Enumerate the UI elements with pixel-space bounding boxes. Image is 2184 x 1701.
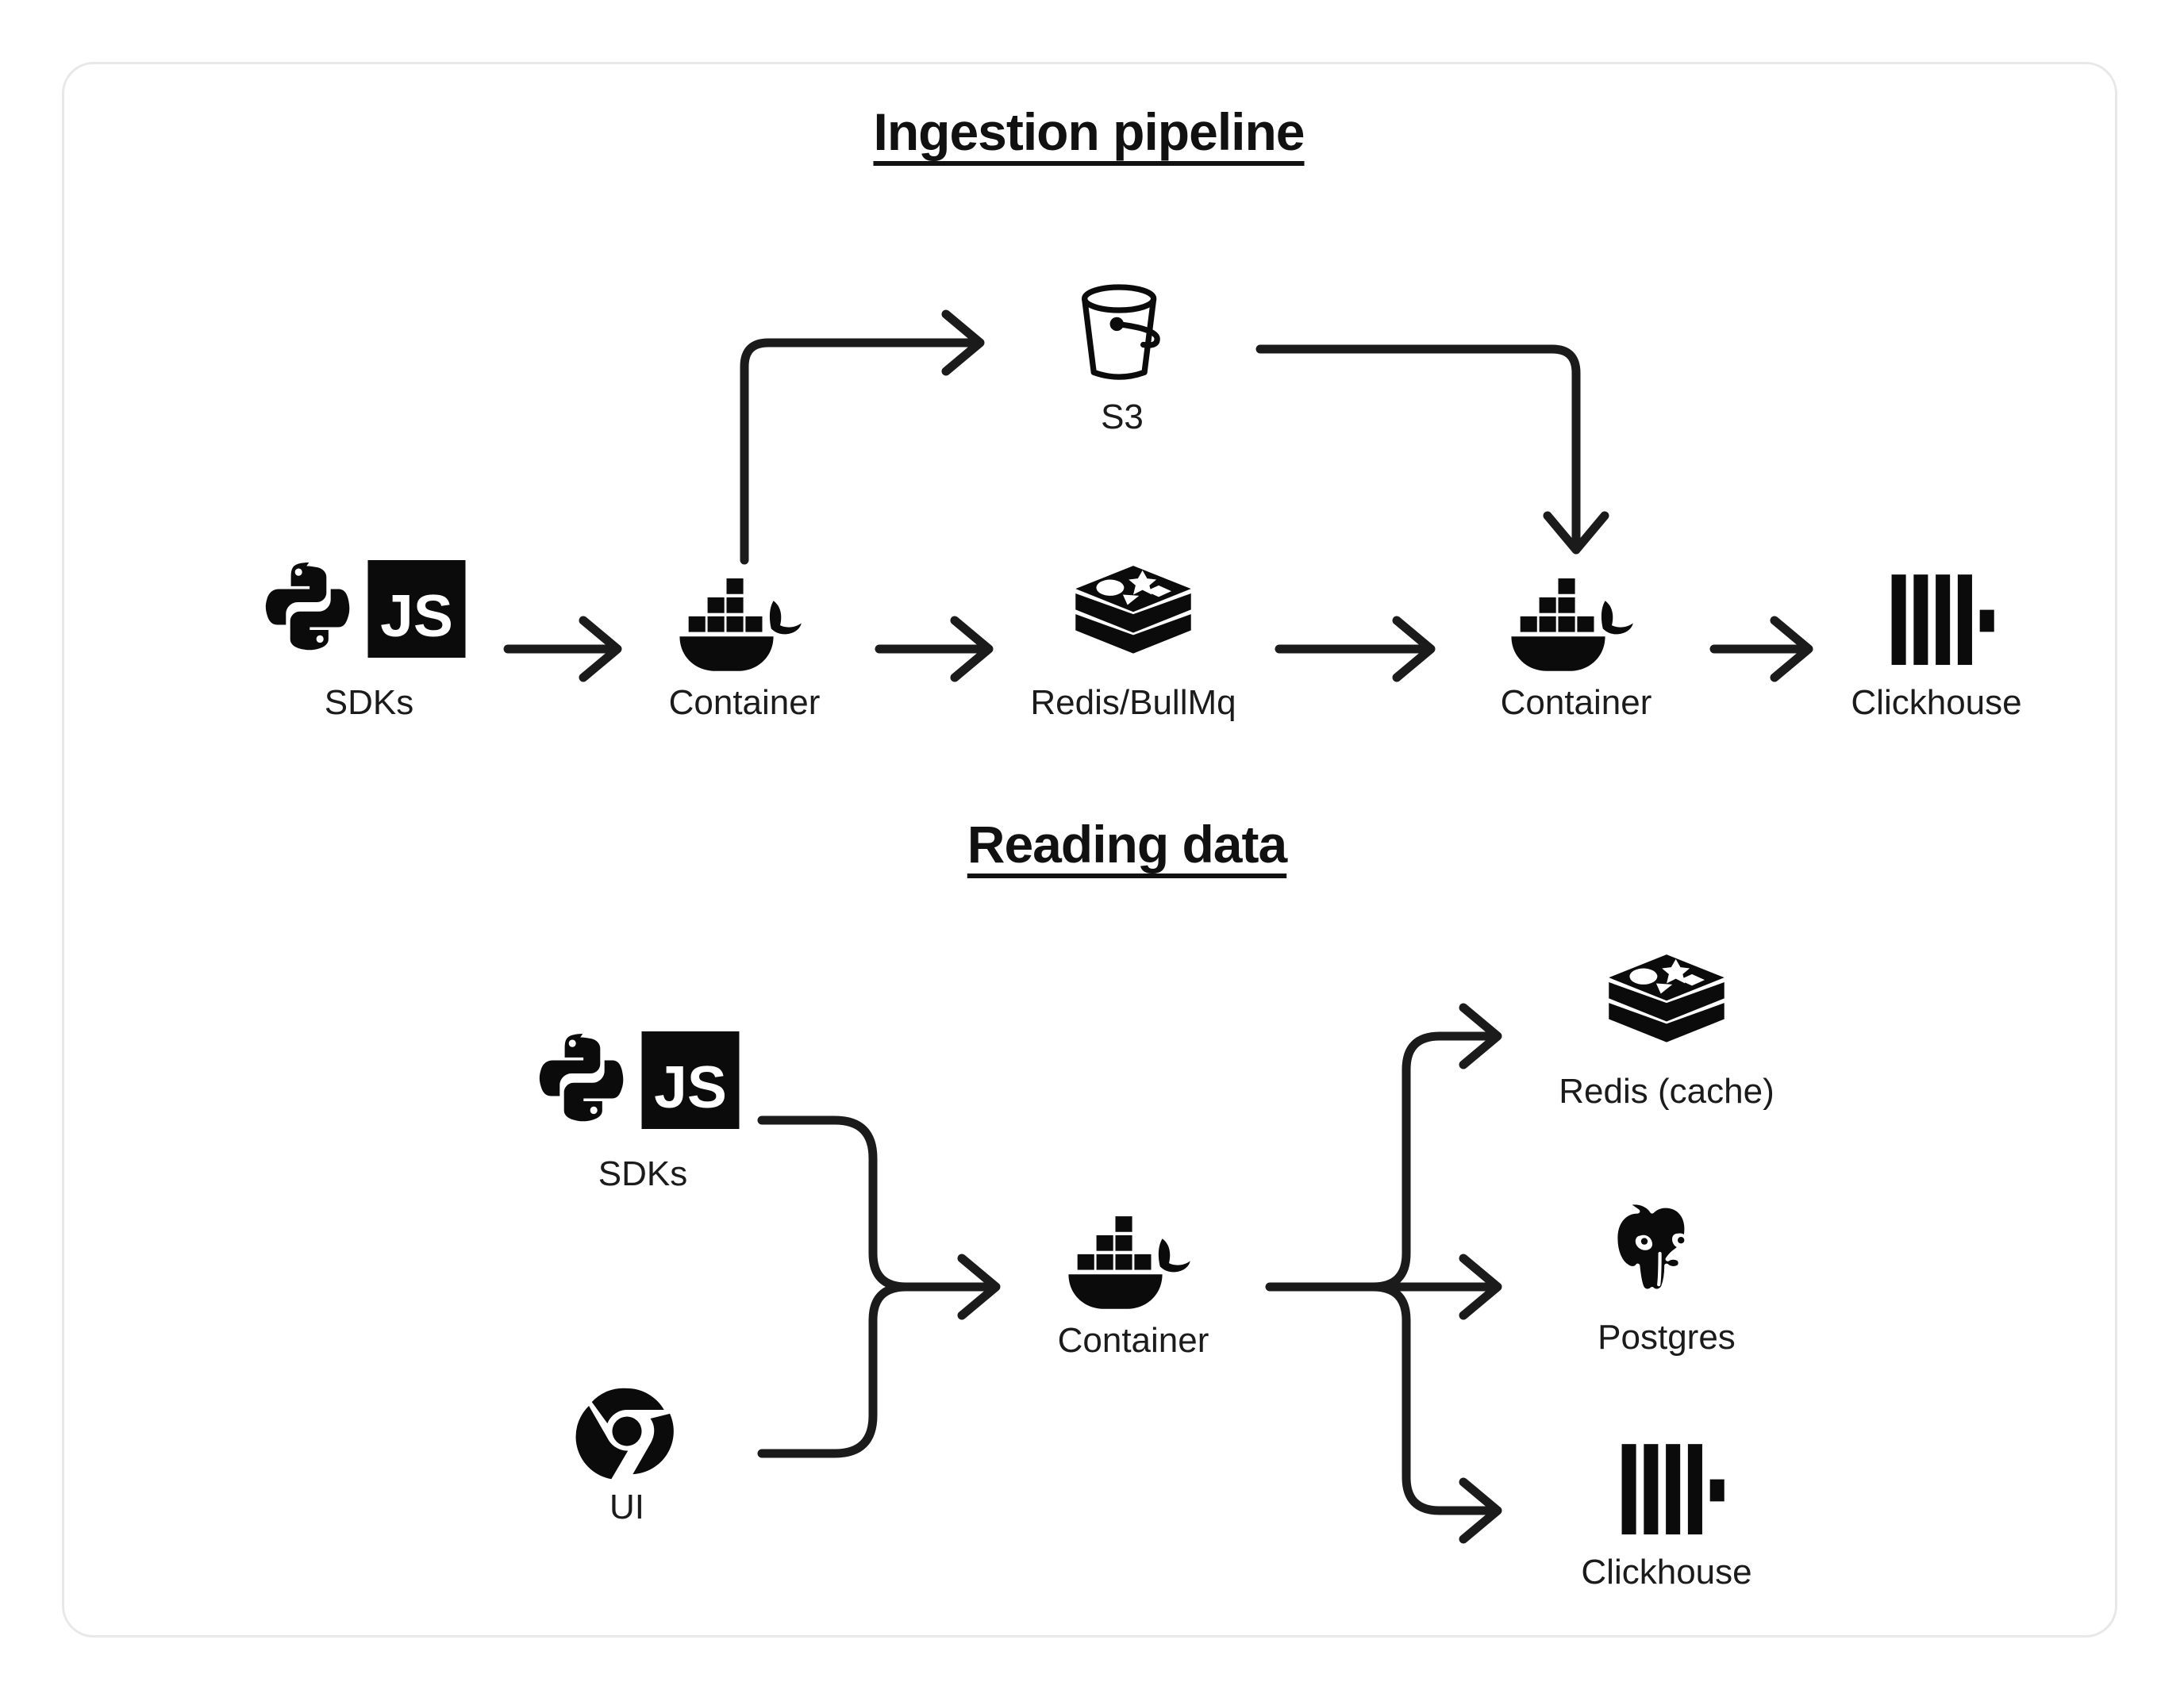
node-label: Clickhouse xyxy=(1581,1553,1752,1592)
node-label: SDKs xyxy=(598,1154,688,1193)
redis-stack-icon xyxy=(1070,547,1197,674)
node-label: Container xyxy=(1057,1321,1209,1360)
node-redis-cache[interactable]: Redis (cache) xyxy=(1500,936,1833,1111)
node-container-1[interactable]: Container xyxy=(578,547,911,722)
node-container-reading[interactable]: Container xyxy=(967,1185,1300,1360)
python-js-sdk-icon: JS xyxy=(524,1019,762,1146)
s3-bucket-icon xyxy=(1065,262,1180,389)
clickhouse-bars-icon xyxy=(1887,547,1994,674)
node-label: Container xyxy=(1500,683,1652,722)
reading-data-title: Reading data xyxy=(967,815,1287,874)
svg-text:JS: JS xyxy=(654,1054,727,1120)
node-ui[interactable]: UI xyxy=(460,1352,794,1526)
redis-stack-icon xyxy=(1603,936,1730,1063)
node-label: Container xyxy=(668,683,821,722)
chrome-browser-icon xyxy=(575,1352,674,1480)
node-label: UI xyxy=(609,1488,644,1526)
node-label: SDKs xyxy=(324,683,414,722)
python-js-sdk-icon: JS xyxy=(250,547,488,674)
node-postgres[interactable]: Postgres xyxy=(1500,1182,1833,1357)
docker-whale-icon xyxy=(1066,1185,1201,1312)
node-sdks-ingestion[interactable]: JS SDKs xyxy=(202,547,536,722)
node-label: S3 xyxy=(1101,397,1144,436)
docker-whale-icon xyxy=(677,547,812,674)
node-label: Clickhouse xyxy=(1851,683,2022,722)
svg-text:JS: JS xyxy=(380,582,453,649)
node-redis-bullmq[interactable]: Redis/BullMq xyxy=(967,547,1300,722)
docker-whale-icon xyxy=(1509,547,1644,674)
clickhouse-bars-icon xyxy=(1617,1417,1725,1544)
node-clickhouse-ingestion[interactable]: Clickhouse xyxy=(1770,547,2103,722)
node-label: Postgres xyxy=(1598,1318,1736,1357)
node-container-2[interactable]: Container xyxy=(1409,547,1743,722)
node-label: Redis (cache) xyxy=(1559,1072,1774,1111)
node-clickhouse-reading[interactable]: Clickhouse xyxy=(1500,1417,1833,1592)
node-label: Redis/BullMq xyxy=(1030,683,1236,722)
postgres-elephant-icon xyxy=(1611,1182,1722,1309)
node-sdks-reading[interactable]: JS SDKs xyxy=(476,1019,809,1193)
node-s3[interactable]: S3 xyxy=(956,262,1289,436)
ingestion-pipeline-title: Ingestion pipeline xyxy=(873,102,1305,161)
